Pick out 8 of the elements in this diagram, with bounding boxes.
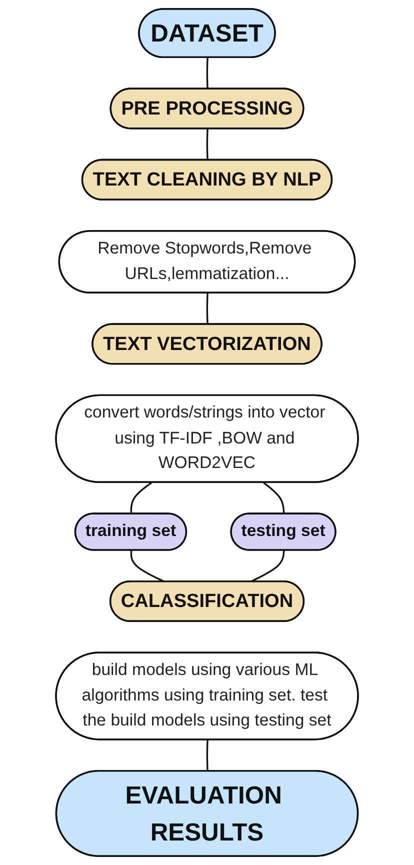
connector [130,550,166,583]
connector [206,293,208,325]
connector [250,550,285,583]
connector [206,58,208,90]
connector [206,128,208,160]
connector [206,740,208,772]
connector [263,482,285,514]
connector [130,482,152,514]
